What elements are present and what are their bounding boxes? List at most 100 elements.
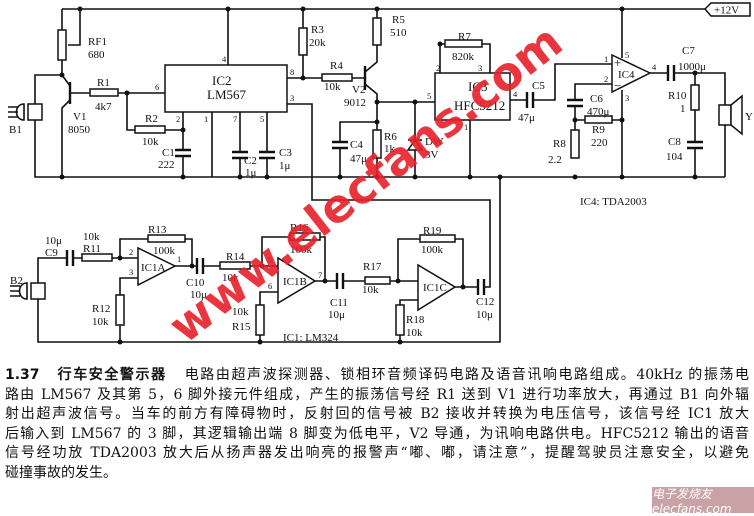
- svg-text:+12V: +12V: [714, 5, 739, 17]
- svg-text:1: 1: [464, 122, 468, 132]
- svg-text:10k: 10k: [406, 327, 423, 339]
- c12-capacitor: [476, 279, 486, 295]
- svg-text:C7: C7: [682, 45, 695, 57]
- svg-text:R16: R16: [290, 222, 309, 234]
- svg-text:7: 7: [318, 270, 322, 280]
- ic2-lm567: [164, 64, 288, 113]
- active-parts: [8, 66, 743, 300]
- svg-text:2: 2: [436, 63, 440, 73]
- svg-text:+: +: [614, 55, 621, 70]
- svg-text:R10: R10: [668, 90, 687, 102]
- svg-text:C8: C8: [668, 136, 681, 148]
- r17-resistor: [364, 276, 391, 285]
- svg-text:4: 4: [222, 54, 227, 64]
- caption: 1.37 行车安全警示器 电路由超声波探测器、锁相环音频译码电路及语音讯响电路组…: [5, 366, 749, 484]
- svg-text:R19: R19: [423, 225, 442, 237]
- svg-text:1k: 1k: [384, 143, 396, 155]
- svg-text:R14: R14: [226, 251, 245, 263]
- r7-resistor: [444, 39, 483, 48]
- svg-text:680: 680: [88, 49, 105, 61]
- c5-capacitor: [525, 92, 535, 108]
- svg-text:1: 1: [604, 54, 608, 64]
- svg-text:10k: 10k: [92, 316, 109, 328]
- svg-text:6: 6: [155, 82, 159, 92]
- caption-line: 射出超声波信号。当车的前方有障碍物时，反射回的信号被 B2 接收并转换为电压信号…: [5, 406, 749, 423]
- svg-text:HFC5212: HFC5212: [454, 98, 505, 113]
- svg-text:10μ: 10μ: [328, 309, 345, 321]
- svg-text:C1: C1: [162, 147, 175, 159]
- r12-resistor: [115, 294, 125, 326]
- ic1b-opamp: [277, 256, 317, 305]
- svg-text:10k: 10k: [362, 284, 379, 296]
- svg-text:Y: Y: [745, 111, 753, 123]
- pin-labels: 4 8 6 3 2 1 7 5 2 3 5 4 1 1 2 5 4 3 2 3 …: [129, 50, 657, 291]
- svg-text:R3: R3: [311, 24, 324, 36]
- c2-capacitor: [232, 150, 248, 160]
- svg-text:C5: C5: [532, 80, 545, 92]
- svg-text:10k: 10k: [324, 81, 341, 93]
- svg-text:R11: R11: [83, 243, 101, 255]
- svg-text:1: 1: [680, 103, 686, 115]
- svg-text:R5: R5: [392, 14, 405, 26]
- svg-text:R12: R12: [92, 303, 110, 315]
- svg-text:100k: 100k: [290, 244, 313, 256]
- svg-text:R6: R6: [384, 131, 397, 143]
- site-logo: 电子发烧友 elecfans.com: [652, 487, 754, 516]
- r4-resistor: [321, 73, 353, 82]
- r3-resistor: [298, 27, 308, 56]
- caption-line: 信号经功放 TDA2003 放大后从扬声器发出响亮的报警声“嘟、嘟，请注意”，提…: [5, 445, 749, 462]
- r1-resistor: [89, 88, 119, 97]
- speaker-y: [718, 94, 743, 136]
- svg-text:3: 3: [478, 63, 482, 73]
- caption-line: 后输入到 LM567 的 3 脚，其逻辑输出端 8 脚变为低电平，V2 导通，为…: [5, 425, 749, 442]
- svg-text:100k: 100k: [421, 244, 444, 256]
- svg-text:R4: R4: [330, 60, 343, 72]
- svg-text:V2: V2: [352, 84, 365, 96]
- r6-resistor: [372, 129, 382, 159]
- svg-text:47μ: 47μ: [350, 153, 367, 165]
- svg-text:R2: R2: [145, 113, 158, 125]
- svg-text:−: −: [614, 78, 621, 93]
- svg-text:1: 1: [177, 254, 181, 264]
- capacitors: [65, 65, 703, 295]
- svg-text:10k: 10k: [142, 136, 159, 148]
- svg-text:510: 510: [390, 27, 407, 39]
- svg-text:R8: R8: [553, 138, 566, 150]
- svg-text:IC3: IC3: [468, 79, 488, 94]
- svg-text:9012: 9012: [344, 97, 366, 109]
- svg-text:10μ: 10μ: [476, 309, 493, 321]
- r14-resistor: [219, 261, 251, 270]
- svg-text:LM567: LM567: [207, 87, 247, 102]
- svg-text:DW: DW: [425, 136, 444, 148]
- svg-text:IC4: TDA2003: IC4: TDA2003: [580, 196, 647, 208]
- svg-text:4k7: 4k7: [95, 101, 112, 113]
- svg-text:8050: 8050: [68, 124, 91, 136]
- svg-text:220: 220: [591, 137, 608, 149]
- figure-title: 行车安全警示器: [57, 367, 167, 383]
- svg-text:R1: R1: [97, 77, 110, 89]
- c7-capacitor: [666, 65, 676, 81]
- ics: [137, 53, 652, 312]
- svg-text:10k: 10k: [83, 231, 100, 243]
- svg-text:C9: C9: [45, 247, 58, 259]
- svg-text:820k: 820k: [452, 51, 475, 63]
- svg-text:10μ: 10μ: [45, 235, 62, 247]
- ic3-hfc5212: [434, 72, 511, 121]
- c8-capacitor: [687, 140, 703, 150]
- svg-text:R13: R13: [148, 224, 167, 236]
- svg-text:RF1: RF1: [88, 36, 107, 48]
- c9-capacitor: [65, 250, 75, 266]
- r10-resistor: [690, 84, 700, 111]
- c1-capacitor: [175, 148, 191, 158]
- svg-text:3: 3: [290, 93, 294, 103]
- svg-text:5: 5: [268, 255, 272, 265]
- svg-text:R17: R17: [363, 261, 382, 273]
- r18-resistor: [395, 304, 405, 336]
- resistors: [57, 17, 700, 336]
- svg-text:47μ: 47μ: [518, 112, 535, 124]
- r16-resistor: [289, 232, 321, 241]
- svg-text:IC2: IC2: [212, 73, 232, 88]
- r19-resistor: [419, 234, 456, 243]
- svg-text:C3: C3: [279, 147, 292, 159]
